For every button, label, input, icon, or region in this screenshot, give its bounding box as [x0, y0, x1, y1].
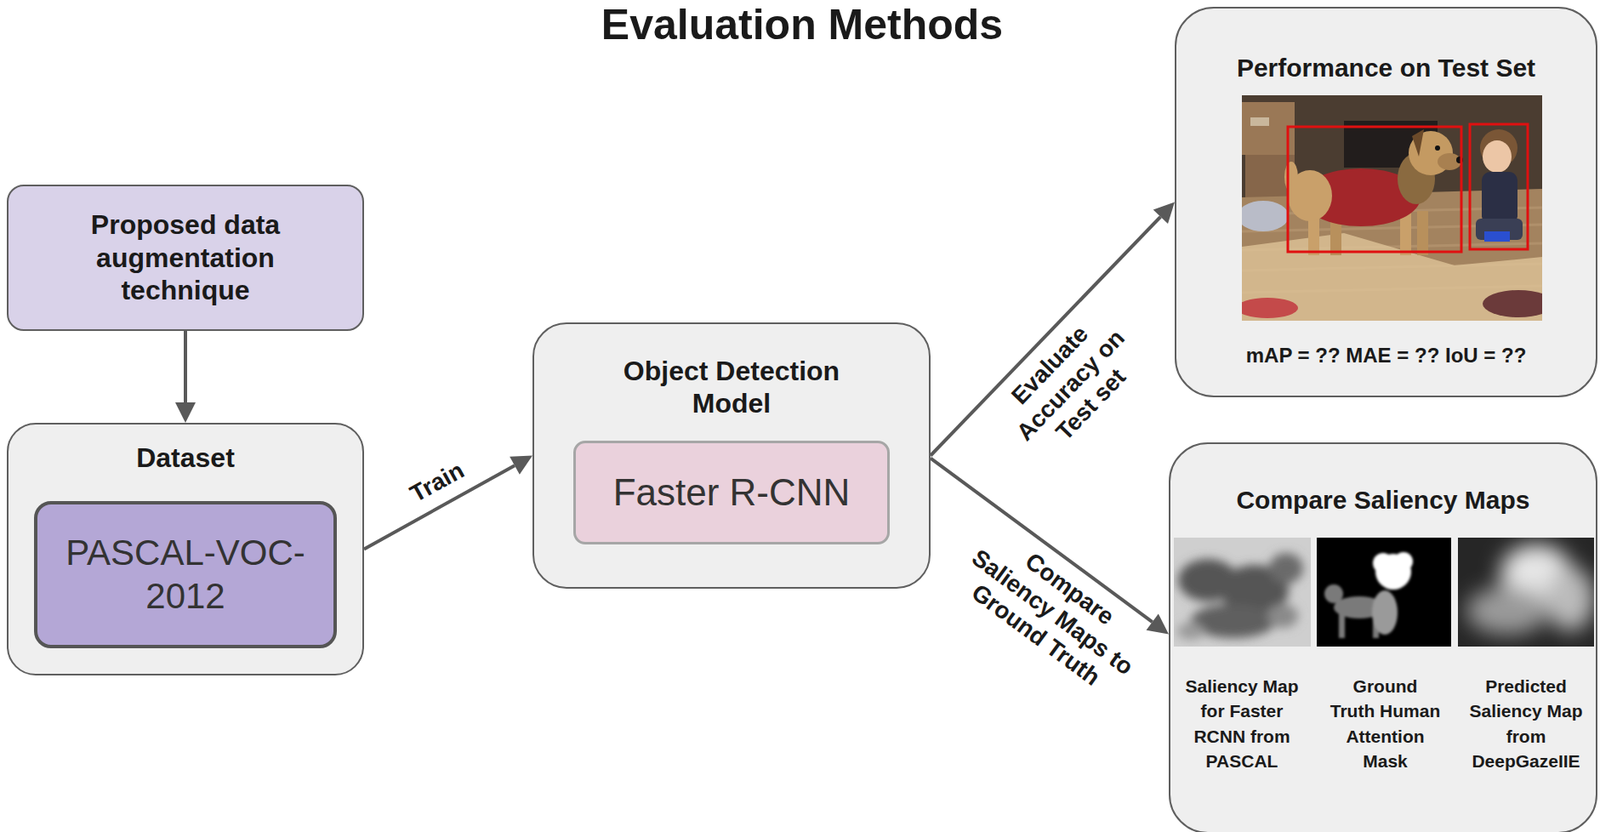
text-slot: Saliency Map for Faster RCNN from PASCAL — [1173, 673, 1310, 775]
illustration-part — [1316, 537, 1452, 647]
edge-label: Compare Saliency Maps to Ground Truth — [946, 518, 1159, 707]
text-slot: mAP = ?? MAE = ?? IoU = ?? — [1176, 343, 1596, 369]
illustration-part — [1177, 622, 1205, 640]
illustration-part — [1417, 210, 1429, 256]
box-label: Proposed data augmentation technique — [57, 208, 314, 307]
image-caption: Ground Truth Human Attention Mask — [1328, 673, 1442, 775]
illustration-part — [1267, 603, 1299, 628]
connector — [175, 330, 196, 423]
illustration-part — [1484, 231, 1510, 242]
image-caption: Predicted Saliency Map from DeepGazeIIE — [1457, 673, 1595, 775]
illustration-part — [1177, 552, 1304, 640]
text-slot: Predicted Saliency Map from DeepGazeIIE — [1457, 673, 1595, 775]
saliency-panel: Compare Saliency MapsSaliency Map for Fa… — [1168, 442, 1598, 832]
illustration-part — [1466, 544, 1595, 635]
augmentation-box: Proposed data augmentation technique — [6, 184, 365, 331]
illustration-part — [1324, 552, 1413, 638]
illustration-part — [1434, 145, 1441, 151]
arrowhead — [1146, 613, 1169, 634]
illustration-part — [1173, 537, 1311, 647]
illustration-part — [1481, 171, 1518, 225]
illustration-part — [1466, 586, 1549, 635]
connector-line — [183, 330, 188, 403]
illustration-part — [1412, 129, 1424, 157]
edge-label-holder: Train — [389, 446, 486, 518]
illustration-part — [1241, 95, 1543, 321]
illustration-part — [1250, 117, 1270, 126]
sample-photo — [1241, 95, 1543, 321]
edge-label-holder: Evaluate Accuracy on Test set — [981, 295, 1159, 475]
arrowhead — [175, 402, 196, 423]
illustration-part — [1269, 552, 1304, 584]
edge-label: Evaluate Accuracy on Test set — [981, 295, 1159, 474]
results-panel: Performance on Test Set mAP = ?? MAE = ??… — [1174, 6, 1598, 398]
illustration-part — [1241, 297, 1299, 319]
illustration-part — [1482, 290, 1543, 318]
dataset-box: PASCAL-VOC-2012 Dataset — [6, 422, 365, 676]
model-saliency-image — [1173, 537, 1311, 647]
edge-label-holder: Compare Saliency Maps to Ground Truth — [946, 518, 1159, 707]
illustration-part — [1241, 200, 1289, 232]
model-box: Faster R-CNN Object Detection Model — [532, 322, 931, 589]
illustration-part — [1400, 212, 1412, 256]
illustration-part — [1469, 124, 1528, 250]
illustration-part — [1482, 140, 1512, 173]
image-caption: Saliency Map for Faster RCNN from PASCAL — [1173, 673, 1310, 775]
panel-heading: Performance on Test Set — [1176, 52, 1596, 84]
dataset-name: PASCAL-VOC-2012 — [59, 531, 313, 618]
box-heading: Dataset — [8, 441, 363, 474]
text-slot: Dataset — [8, 441, 363, 474]
predicted-saliency-image — [1457, 537, 1595, 647]
illustration-part — [1546, 566, 1595, 632]
text-slot: Compare Saliency Maps — [1170, 484, 1596, 516]
illustration-part — [1338, 612, 1345, 638]
text-slot: Ground Truth Human Attention Mask — [1328, 673, 1442, 775]
illustration-part — [1394, 552, 1413, 571]
text-slot: Object Detection Model — [534, 354, 929, 421]
illustration-part — [1287, 126, 1462, 252]
panel-heading: Compare Saliency Maps — [1170, 484, 1596, 516]
text-slot: Performance on Test Set — [1176, 52, 1596, 84]
dataset-name-box: PASCAL-VOC-2012 — [34, 501, 337, 649]
edge-label: Train — [389, 446, 485, 518]
arrowhead — [509, 455, 533, 475]
model-name: Faster R-CNN — [613, 470, 851, 516]
illustration-part — [1324, 584, 1344, 604]
attention-mask-image — [1316, 537, 1452, 647]
illustration-part — [1372, 590, 1398, 635]
model-name-box: Faster R-CNN — [573, 440, 890, 545]
illustration-part — [1457, 537, 1595, 647]
saliency-images — [1173, 537, 1595, 647]
illustration-part — [1287, 170, 1333, 222]
box-heading: Object Detection Model — [603, 354, 860, 421]
arrowhead — [1153, 202, 1175, 225]
metrics-line: mAP = ?? MAE = ?? IoU = ?? — [1176, 343, 1596, 369]
illustration-part — [1372, 552, 1394, 574]
diagram-title: Evaluation Methods — [376, 1, 1228, 49]
